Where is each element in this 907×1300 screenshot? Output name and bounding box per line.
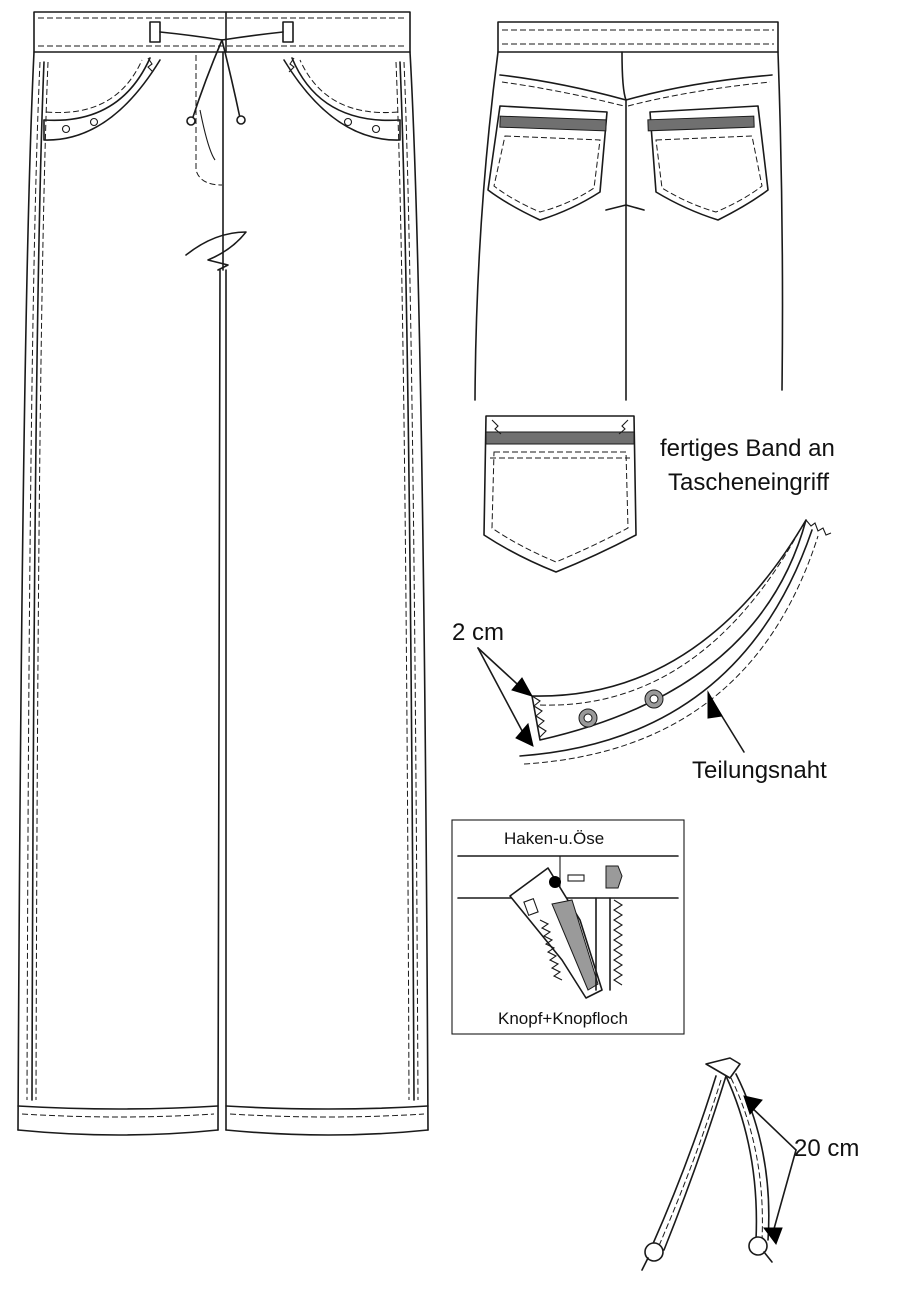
label-20cm: 20 cm: [794, 1135, 859, 1162]
hem-right: [225, 1129, 429, 1136]
inseam-left: [217, 269, 221, 1131]
front-pocket-left: [43, 57, 161, 141]
front-drawstring: [159, 31, 284, 126]
drawstring-detail: [641, 1057, 797, 1271]
back-pocket-left: [487, 105, 608, 221]
trousers-back-view: [474, 21, 784, 401]
hem-left: [17, 1129, 219, 1136]
pocket-detail: [483, 415, 637, 573]
back-pocket-right: [647, 105, 769, 221]
band-detail: [477, 519, 832, 765]
label-finished-band-line1: fertiges Band an: [660, 435, 835, 462]
left-outseam: [17, 51, 35, 1131]
label-seam: Teilungsnaht: [692, 757, 827, 784]
knee-fold: [185, 231, 247, 271]
waistband-front: [33, 11, 411, 53]
closure-detail: [451, 819, 685, 1035]
label-finished-band-line2: Tascheneingriff: [668, 469, 829, 496]
label-button-hole: Knopf+Knopfloch: [498, 1009, 628, 1028]
label-2cm: 2 cm: [452, 619, 504, 646]
front-pocket-right: [283, 57, 401, 141]
label-hook-eye: Haken-u.Öse: [504, 829, 604, 848]
trousers-front-view: [17, 11, 429, 1136]
right-outseam: [409, 51, 429, 1131]
